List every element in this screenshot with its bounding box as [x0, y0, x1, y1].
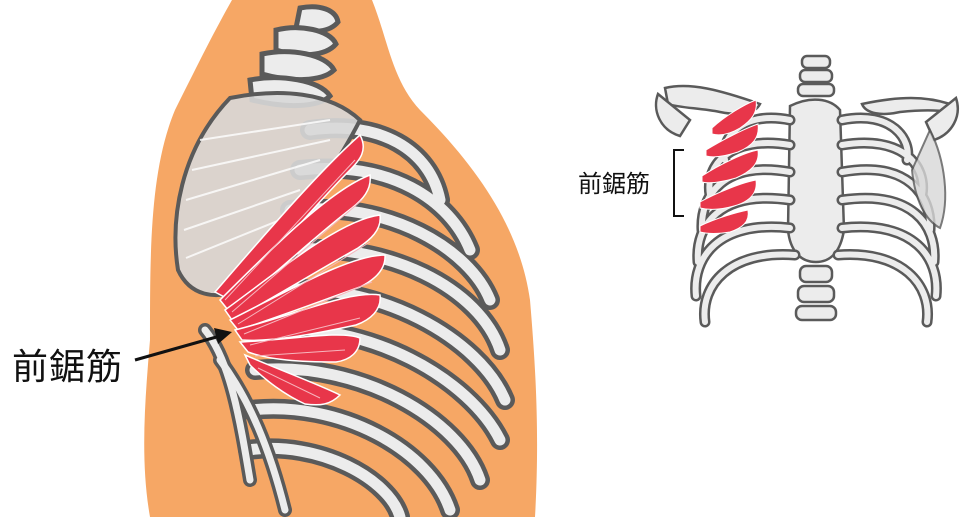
serratus-anterior-label-side: 前鋸筋: [12, 338, 123, 390]
front-view: [656, 56, 958, 322]
cervical-spine-front: [798, 56, 834, 96]
lumbar-spine-front: [796, 266, 836, 320]
sternum: [788, 100, 844, 262]
bracket-icon: [674, 150, 684, 216]
side-view: [135, 0, 537, 517]
serratus-anterior-label-front: 前鋸筋: [578, 164, 650, 199]
